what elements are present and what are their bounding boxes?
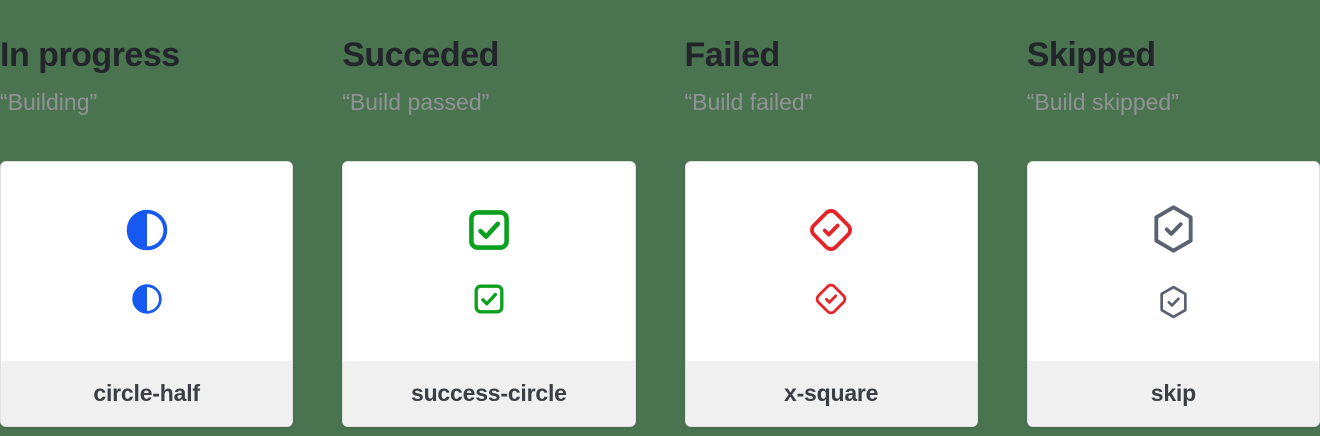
- success-circle-icon: [467, 208, 511, 252]
- icon-card-body: [1028, 162, 1319, 361]
- column-subtitle: “Building”: [0, 89, 98, 116]
- icon-name-label: circle-half: [1, 360, 293, 426]
- column-title: Skipped: [1026, 36, 1156, 74]
- column-subtitle: “Build passed”: [342, 89, 490, 116]
- icon-card: circle-half: [0, 160, 294, 427]
- circle-half-icon: [131, 283, 163, 315]
- success-circle-icon: [473, 283, 505, 315]
- column-title: In progress: [0, 36, 180, 74]
- icon-card-body: [1, 162, 292, 361]
- icon-card-body: [686, 162, 977, 361]
- x-square-icon: [815, 283, 847, 315]
- circle-half-icon: [125, 208, 169, 252]
- status-column-succeded: Succeded “Build passed” success-circle: [342, 0, 636, 436]
- skip-icon: [1158, 285, 1189, 319]
- skip-icon: [1151, 204, 1196, 254]
- icon-name-label: skip: [1027, 360, 1319, 426]
- column-subtitle: “Build skipped”: [1026, 89, 1179, 116]
- icon-card: x-square: [684, 160, 978, 427]
- icon-card: success-circle: [342, 160, 636, 427]
- icon-card-body: [343, 162, 634, 361]
- x-square-icon: [809, 208, 853, 252]
- status-column-in-progress: In progress “Building” circle-half: [0, 0, 294, 436]
- status-column-skipped: Skipped “Build skipped” skip: [1026, 0, 1320, 436]
- icon-name-label: x-square: [685, 360, 977, 426]
- status-column-failed: Failed “Build failed” x-square: [684, 0, 978, 436]
- column-title: Failed: [684, 36, 781, 74]
- icon-name-label: success-circle: [343, 360, 635, 426]
- column-title: Succeded: [342, 36, 499, 74]
- icon-card: skip: [1026, 160, 1320, 427]
- column-subtitle: “Build failed”: [684, 89, 813, 116]
